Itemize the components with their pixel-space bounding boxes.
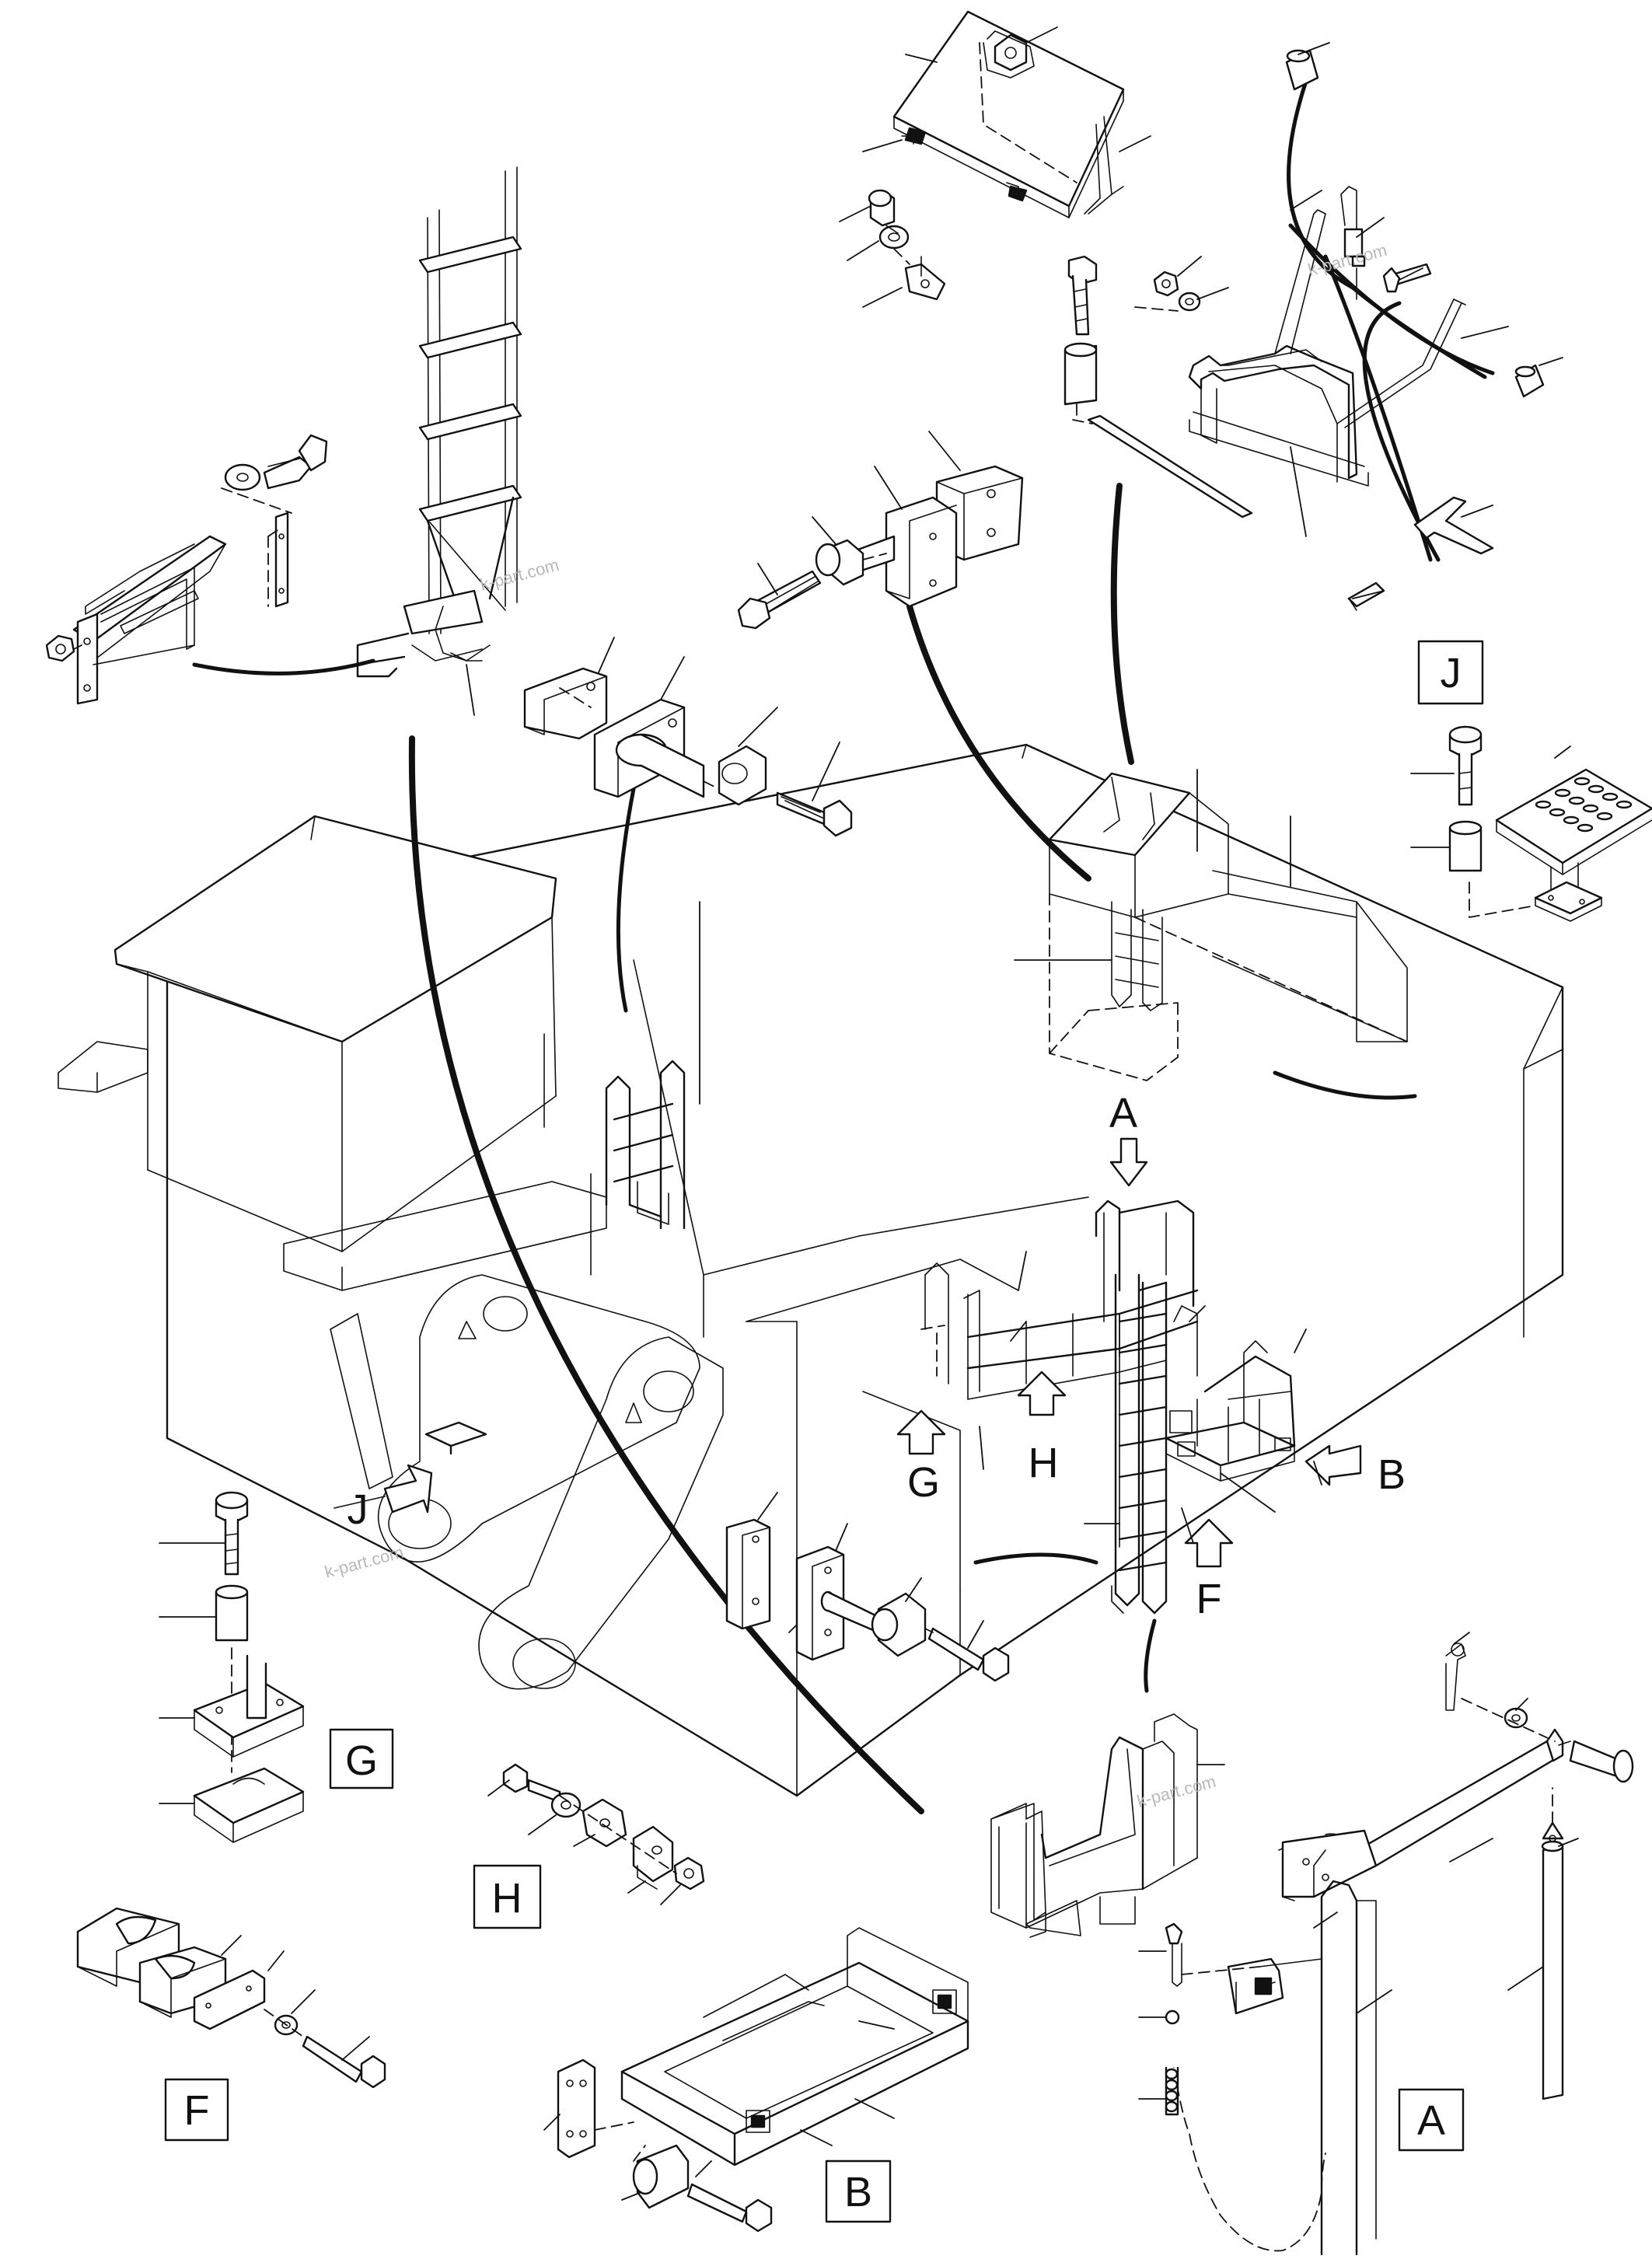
machine-body [58,743,1564,1797]
step-pad-detail [1410,725,1652,922]
arrow-b [1304,1444,1362,1486]
callout-h: H [1029,1440,1059,1486]
detail-label-g: G [345,1737,378,1784]
arrow-f [1184,1518,1234,1568]
detail-label-f-box [164,2078,229,2142]
detail-h: H [473,1763,705,1929]
callout-f: F [1196,1576,1222,1622]
callout-arrows: A G H F B J [334,1090,1406,1622]
arrow-g [896,1409,946,1455]
watermark-text: k-part.com [323,1542,406,1582]
pin-bracket-detail-3 [725,1492,1010,1682]
detail-label-j: J [1441,650,1462,697]
detail-label-a: A [1417,2097,1445,2144]
access-ladder-rear [605,1060,686,1230]
hanging-ladder-detail [45,166,522,716]
arrow-j [383,1464,433,1514]
detail-f: F [76,1907,386,2142]
front-ladder [920,1199,1296,1615]
arrow-a [1109,1137,1148,1187]
callout-j: J [348,1486,368,1533]
detail-j-label: J [1417,640,1484,705]
detail-a: A [1138,1632,1634,2256]
detail-g: G [159,1491,394,1843]
detail-label-h-box [473,1864,542,1929]
watermarks: k-part.com k-part.com k-part.com k-part.… [323,240,1389,1811]
detail-label-b: B [844,2169,872,2215]
callout-b: B [1378,1451,1406,1498]
detail-label-a-box [1398,2088,1465,2152]
pin-bracket-detail-1 [523,637,853,837]
guard-bracket-detail [990,1713,1225,1938]
pin-bracket-detail-2 [737,431,1024,630]
connection-curves [192,68,1495,1814]
step-bracket-detail-j [1063,42,1563,611]
callout-a: A [1109,1090,1137,1136]
arrow-h [1017,1370,1067,1416]
detail-label-f: F [184,2087,210,2134]
detail-label-g-box [329,1728,394,1789]
detail-label-h: H [492,1875,522,1922]
callout-g: G [907,1459,940,1506]
detail-label-j-box [1417,640,1484,705]
watermark-text: k-part.com [478,555,561,595]
watermark-text: k-part.com [1135,1772,1218,1811]
main-view-leaders [699,769,1322,1544]
roof-enclosure [1048,772,1408,1081]
access-cover-detail [839,10,1151,308]
detail-b: B [543,1927,969,2233]
detail-label-b-box [825,2159,892,2223]
